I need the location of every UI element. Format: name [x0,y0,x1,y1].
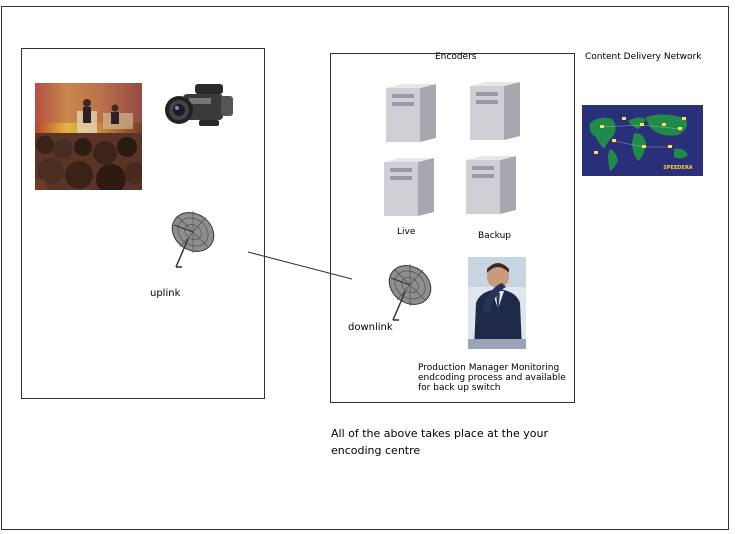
server-backup-secondary [466,156,518,214]
server-backup-primary [470,82,522,140]
encoders-heading: Encoders [435,52,477,62]
video-camera-icon [165,80,235,134]
footer-note-line-2: encoding centre [331,444,421,457]
server-tower-icon [384,158,434,216]
production-manager-note: Production Manager Monitoring endcoding … [418,363,566,393]
footer-note-line-1: All of the above takes place at the your [331,427,548,440]
server-tower-icon [466,156,516,214]
uplink-dish [158,205,218,269]
manager-note-line-3: for back up switch [418,383,501,393]
server-live-secondary [384,158,436,216]
outer-frame [1,6,729,530]
server-live-primary [386,84,438,142]
satellite-dish-icon [388,264,432,321]
server-tower-icon [386,84,436,142]
encoding-centre-box [330,53,575,403]
satellite-dish-icon [171,211,215,268]
cdn-label: Content Delivery Network [585,52,702,62]
uplink-label: uplink [150,288,181,299]
manager-note-line-2: endcoding process and available [418,373,566,383]
world-map-icon: SPEEDERA [582,105,703,176]
footer-note: All of the above takes place at the your… [331,425,548,459]
cdn-map-logo-text: SPEEDERA [663,165,693,171]
cdn-map: SPEEDERA [582,105,703,176]
live-label: Live [397,227,416,237]
production-manager-photo [468,257,526,349]
conference-photo [35,83,142,190]
downlink-label: downlink [348,322,393,333]
backup-label: Backup [478,231,511,241]
downlink-dish [375,258,435,322]
manager-note-line-1: Production Manager Monitoring [418,363,560,373]
server-tower-icon [470,82,520,140]
venue-box [21,48,265,399]
